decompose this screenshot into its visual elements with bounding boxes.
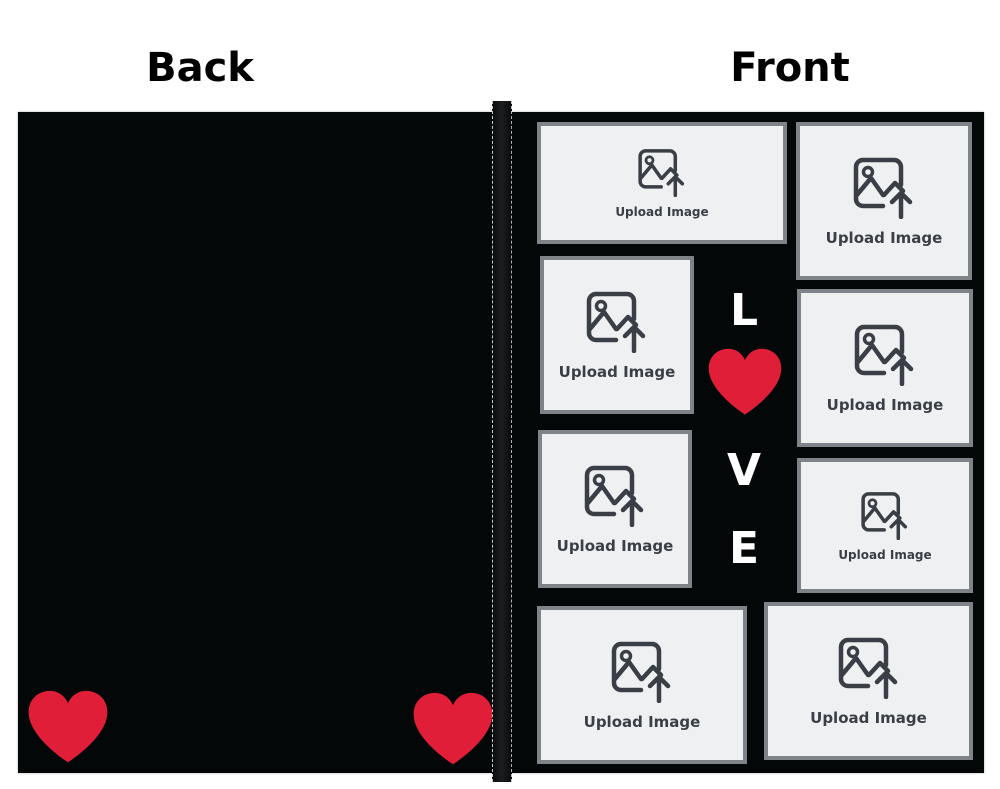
upload-image-label: Upload Image [825, 229, 943, 247]
upload-image-placeholder[interactable]: Upload Image [538, 430, 692, 588]
front-title: Front [730, 45, 850, 91]
love-letter-e: E [728, 523, 760, 574]
heart-icon [412, 692, 494, 766]
spine [492, 101, 512, 782]
heart-icon [707, 348, 783, 416]
upload-image-label: Upload Image [810, 709, 927, 727]
upload-image-placeholder[interactable]: Upload Image [537, 606, 747, 764]
upload-image-placeholder[interactable]: Upload Image [797, 458, 973, 593]
heart-icon [27, 690, 109, 764]
image-upload-icon [838, 637, 897, 699]
upload-image-placeholder[interactable]: Upload Image [540, 256, 694, 414]
upload-image-label: Upload Image [838, 547, 932, 562]
front-cover-panel[interactable]: Upload Image Upload Image Upload Image U… [512, 112, 984, 773]
image-upload-icon [854, 324, 914, 386]
image-upload-icon [611, 641, 671, 703]
love-letter-v: V [726, 445, 762, 496]
upload-image-placeholder[interactable]: Upload Image [537, 122, 787, 244]
image-upload-icon [853, 157, 913, 219]
upload-image-label: Upload Image [556, 537, 674, 555]
image-upload-icon [638, 149, 685, 197]
image-upload-icon [584, 465, 644, 527]
upload-image-label: Upload Image [558, 363, 676, 381]
upload-image-label: Upload Image [615, 205, 709, 219]
back-title: Back [146, 45, 254, 91]
back-cover-panel[interactable] [18, 112, 498, 773]
upload-image-placeholder[interactable]: Upload Image [797, 289, 973, 447]
image-upload-icon [586, 291, 646, 353]
image-upload-icon [861, 491, 908, 540]
upload-image-placeholder[interactable]: Upload Image [764, 602, 973, 760]
upload-image-label: Upload Image [826, 396, 944, 414]
upload-image-placeholder[interactable]: Upload Image [796, 122, 972, 280]
love-letter-l: L [729, 285, 759, 336]
upload-image-label: Upload Image [583, 713, 701, 731]
